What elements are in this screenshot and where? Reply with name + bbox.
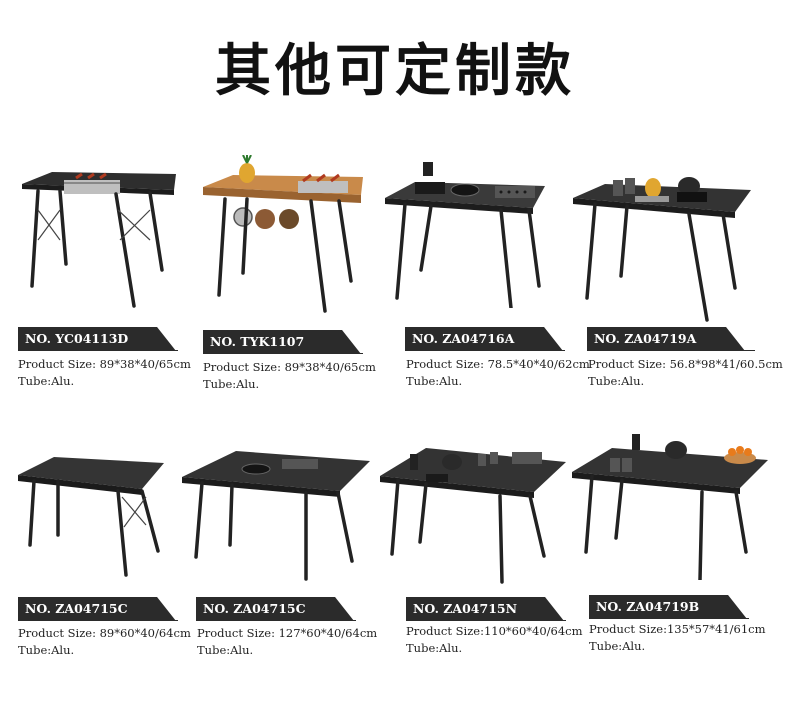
divider	[406, 620, 566, 621]
tube-material: Tube:Alu.	[406, 374, 463, 388]
product-size: Product Size: 56.8*98*41/60.5cm	[588, 357, 783, 371]
camping-table-image	[22, 172, 176, 308]
model-number: NO. TYK1107	[203, 330, 361, 354]
product-size: Product Size:135*57*41/61cm	[589, 622, 766, 636]
divider	[18, 620, 178, 621]
camping-table-image	[182, 451, 370, 581]
model-number: NO. YC04113D	[18, 327, 176, 351]
product-card[interactable]: NO. ZA04719B Product Size:135*57*41/61cm…	[570, 430, 768, 665]
product-size: Product Size: 89*60*40/64cm	[18, 626, 191, 640]
page-title: 其他可定制款	[215, 39, 575, 104]
product-size: Product Size:110*60*40/64cm	[406, 624, 583, 638]
model-number: NO. ZA04719B	[589, 595, 747, 619]
divider	[587, 350, 755, 351]
camping-table-image	[18, 457, 164, 577]
product-card[interactable]: NO. ZA04715C Product Size: 89*60*40/64cm…	[18, 455, 208, 665]
product-size: Product Size: 89*38*40/65cm	[203, 360, 376, 374]
model-number: NO. ZA04716A	[405, 327, 563, 351]
model-number: NO. ZA04715C	[196, 597, 354, 621]
product-card[interactable]: NO. ZA04715N Product Size:110*60*40/64cm…	[380, 440, 583, 665]
model-number: NO. ZA04719A	[587, 327, 745, 351]
product-card[interactable]: NO. YC04113D Product Size: 89*38*40/65cm…	[18, 160, 208, 388]
product-card[interactable]: NO. ZA04715C Product Size: 127*60*40/64c…	[182, 445, 377, 665]
product-size: Product Size: 89*38*40/65cm	[18, 357, 191, 371]
product-card[interactable]: NO. TYK1107 Product Size: 89*38*40/65cm …	[203, 155, 393, 391]
model-number: NO. ZA04715N	[406, 597, 564, 621]
product-size: Product Size: 127*60*40/64cm	[197, 626, 378, 640]
tube-material: Tube:Alu.	[197, 643, 254, 657]
model-number: NO. ZA04715C	[18, 597, 176, 621]
camping-table-image	[573, 177, 751, 322]
tube-material: Tube:Alu.	[18, 374, 75, 388]
divider	[405, 350, 565, 351]
divider	[203, 353, 363, 354]
divider	[589, 618, 749, 619]
camping-table-image	[385, 162, 545, 308]
product-card[interactable]: NO. ZA04719A Product Size: 56.8*98*41/60…	[565, 158, 783, 388]
camping-table-image	[380, 448, 566, 584]
camping-table-image	[572, 434, 768, 580]
divider	[196, 620, 356, 621]
tube-material: Tube:Alu.	[203, 377, 260, 391]
tube-material: Tube:Alu.	[589, 639, 646, 653]
tube-material: Tube:Alu.	[406, 641, 463, 655]
product-card[interactable]: NO. ZA04716A Product Size: 78.5*40*40/62…	[383, 158, 590, 388]
tube-material: Tube:Alu.	[18, 643, 75, 657]
divider	[18, 350, 178, 351]
camping-table-image	[203, 155, 363, 313]
tube-material: Tube:Alu.	[588, 374, 645, 388]
product-size: Product Size: 78.5*40*40/62cm	[406, 357, 590, 371]
